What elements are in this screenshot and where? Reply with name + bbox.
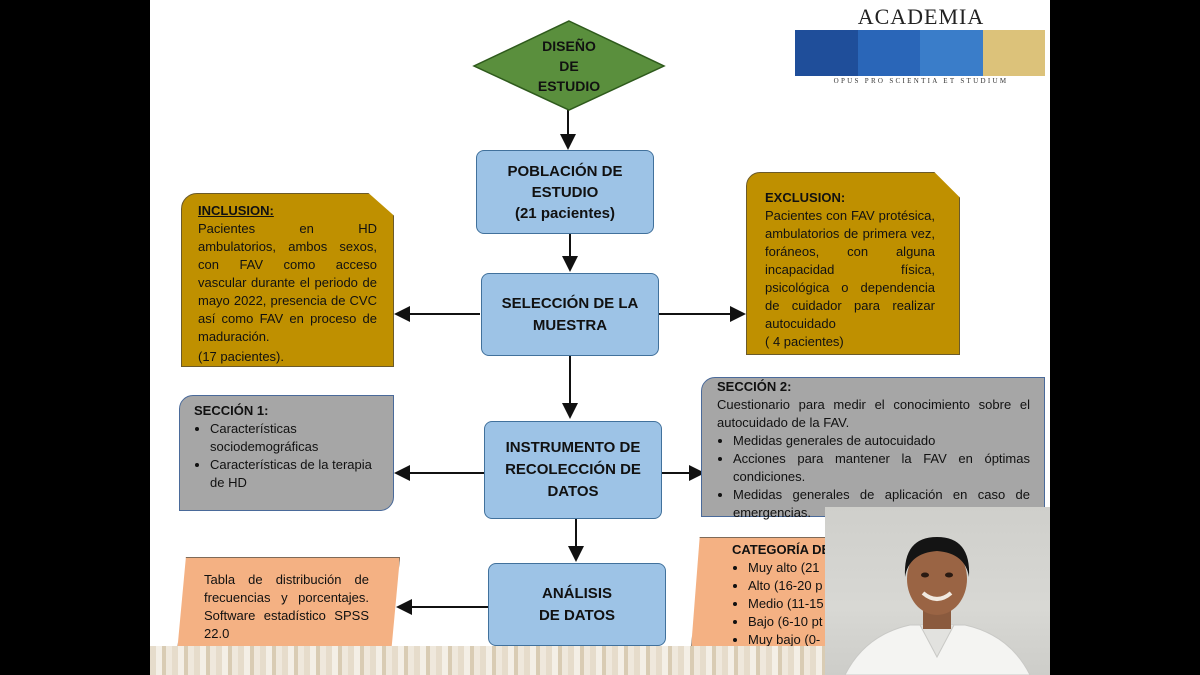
seccion2-item: Medidas generales de aplicación en caso … xyxy=(733,486,1030,522)
diseno-line1: DISEÑO xyxy=(542,38,596,54)
logo-color-bar xyxy=(795,30,1045,76)
categoria-title: CATEGORÍA DE xyxy=(732,542,831,557)
diseno-line2: DE xyxy=(559,58,579,74)
seleccion-line2: MUESTRA xyxy=(532,316,608,334)
categoria-item: Muy alto (21 xyxy=(748,559,980,577)
seleccion-box: SELECCIÓN DE LA MUESTRA xyxy=(481,273,659,356)
presenter-webcam-video xyxy=(825,507,1050,675)
instrumento-line3: DATOS xyxy=(547,483,599,500)
categoria-item: Muy bajo (0- xyxy=(748,631,980,649)
seccion2-item: Acciones para mantener la FAV en óptimas… xyxy=(733,450,1030,486)
seccion2-box: SECCIÓN 2: Cuestionario para medir el co… xyxy=(701,377,1045,520)
poblacion-line3: (21 pacientes) xyxy=(514,204,616,222)
poblacion-line2: ESTUDIO xyxy=(531,183,599,201)
presenter-figure xyxy=(844,537,1031,675)
categoria-item: Medio (11-15 xyxy=(748,595,980,613)
poblacion-line1: POBLACIÓN DE xyxy=(507,162,623,180)
instrumento-line2: RECOLECCIÓN DE xyxy=(505,461,641,478)
inclusion-text: Pacientes en HD ambulatorios, ambos sexo… xyxy=(198,221,377,344)
diseno-diamond xyxy=(472,20,666,111)
seccion2-item: Medidas generales de autocuidado xyxy=(733,432,1030,450)
seccion1-list: Características sociodemográficas Caract… xyxy=(194,420,381,492)
decorative-footer-band xyxy=(150,646,830,675)
seccion2-title: SECCIÓN 2: xyxy=(717,379,792,394)
exclusion-title: EXCLUSION: xyxy=(765,190,846,205)
inclusion-box: INCLUSION: Pacientes en HD ambulatorios,… xyxy=(181,193,394,367)
categoria-list: Muy alto (21 Alto (16-20 p Medio (11-15 … xyxy=(732,559,980,649)
connector-arrows xyxy=(394,110,746,615)
analisis-box: ANÁLISIS DE DATOS xyxy=(488,563,666,646)
poblacion-box: POBLACIÓN DE ESTUDIO (21 pacientes) xyxy=(476,150,654,234)
seccion1-item: Características de la terapia de HD xyxy=(210,456,381,492)
seccion1-title: SECCIÓN 1: xyxy=(194,403,269,418)
seccion1-box: SECCIÓN 1: Características sociodemográf… xyxy=(179,395,394,511)
inclusion-count: (17 pacientes). xyxy=(198,349,284,364)
categoria-item: Bajo (6-10 pt xyxy=(748,613,980,631)
slide: ACADEMIA JOURNALS OPUS PRO SCIENTIA ET S… xyxy=(150,0,1050,675)
seleccion-line1: SELECCIÓN DE LA xyxy=(501,294,639,312)
diseno-label: DISEÑO DE ESTUDIO xyxy=(522,36,616,96)
instrumento-line1: INSTRUMENTO DE xyxy=(505,439,641,456)
seccion2-list: Medidas generales de autocuidado Accione… xyxy=(717,432,1030,522)
seccion1-item: Características sociodemográficas xyxy=(210,420,381,456)
seccion2-intro: Cuestionario para medir el conocimiento … xyxy=(717,397,1030,430)
analisis-line2: DE DATOS xyxy=(538,606,616,624)
analisis-text-box: Tabla de distribución de frecuencias y p… xyxy=(177,557,400,653)
inclusion-title: INCLUSION: xyxy=(198,203,274,218)
analisis-text: Tabla de distribución de frecuencias y p… xyxy=(204,572,369,641)
analisis-line1: ANÁLISIS xyxy=(541,584,612,602)
diseno-line3: ESTUDIO xyxy=(537,78,601,94)
instrumento-box: INSTRUMENTO DE RECOLECCIÓN DE DATOS xyxy=(484,421,662,519)
categoria-item: Alto (16-20 p xyxy=(748,577,980,595)
logo-motto: OPUS PRO SCIENTIA ET STUDIUM xyxy=(833,77,1009,85)
exclusion-box: EXCLUSION: Pacientes con FAV protésica, … xyxy=(746,172,960,355)
exclusion-text: Pacientes con FAV protésica, ambulatorio… xyxy=(765,208,935,331)
exclusion-count: ( 4 pacientes) xyxy=(765,334,844,349)
